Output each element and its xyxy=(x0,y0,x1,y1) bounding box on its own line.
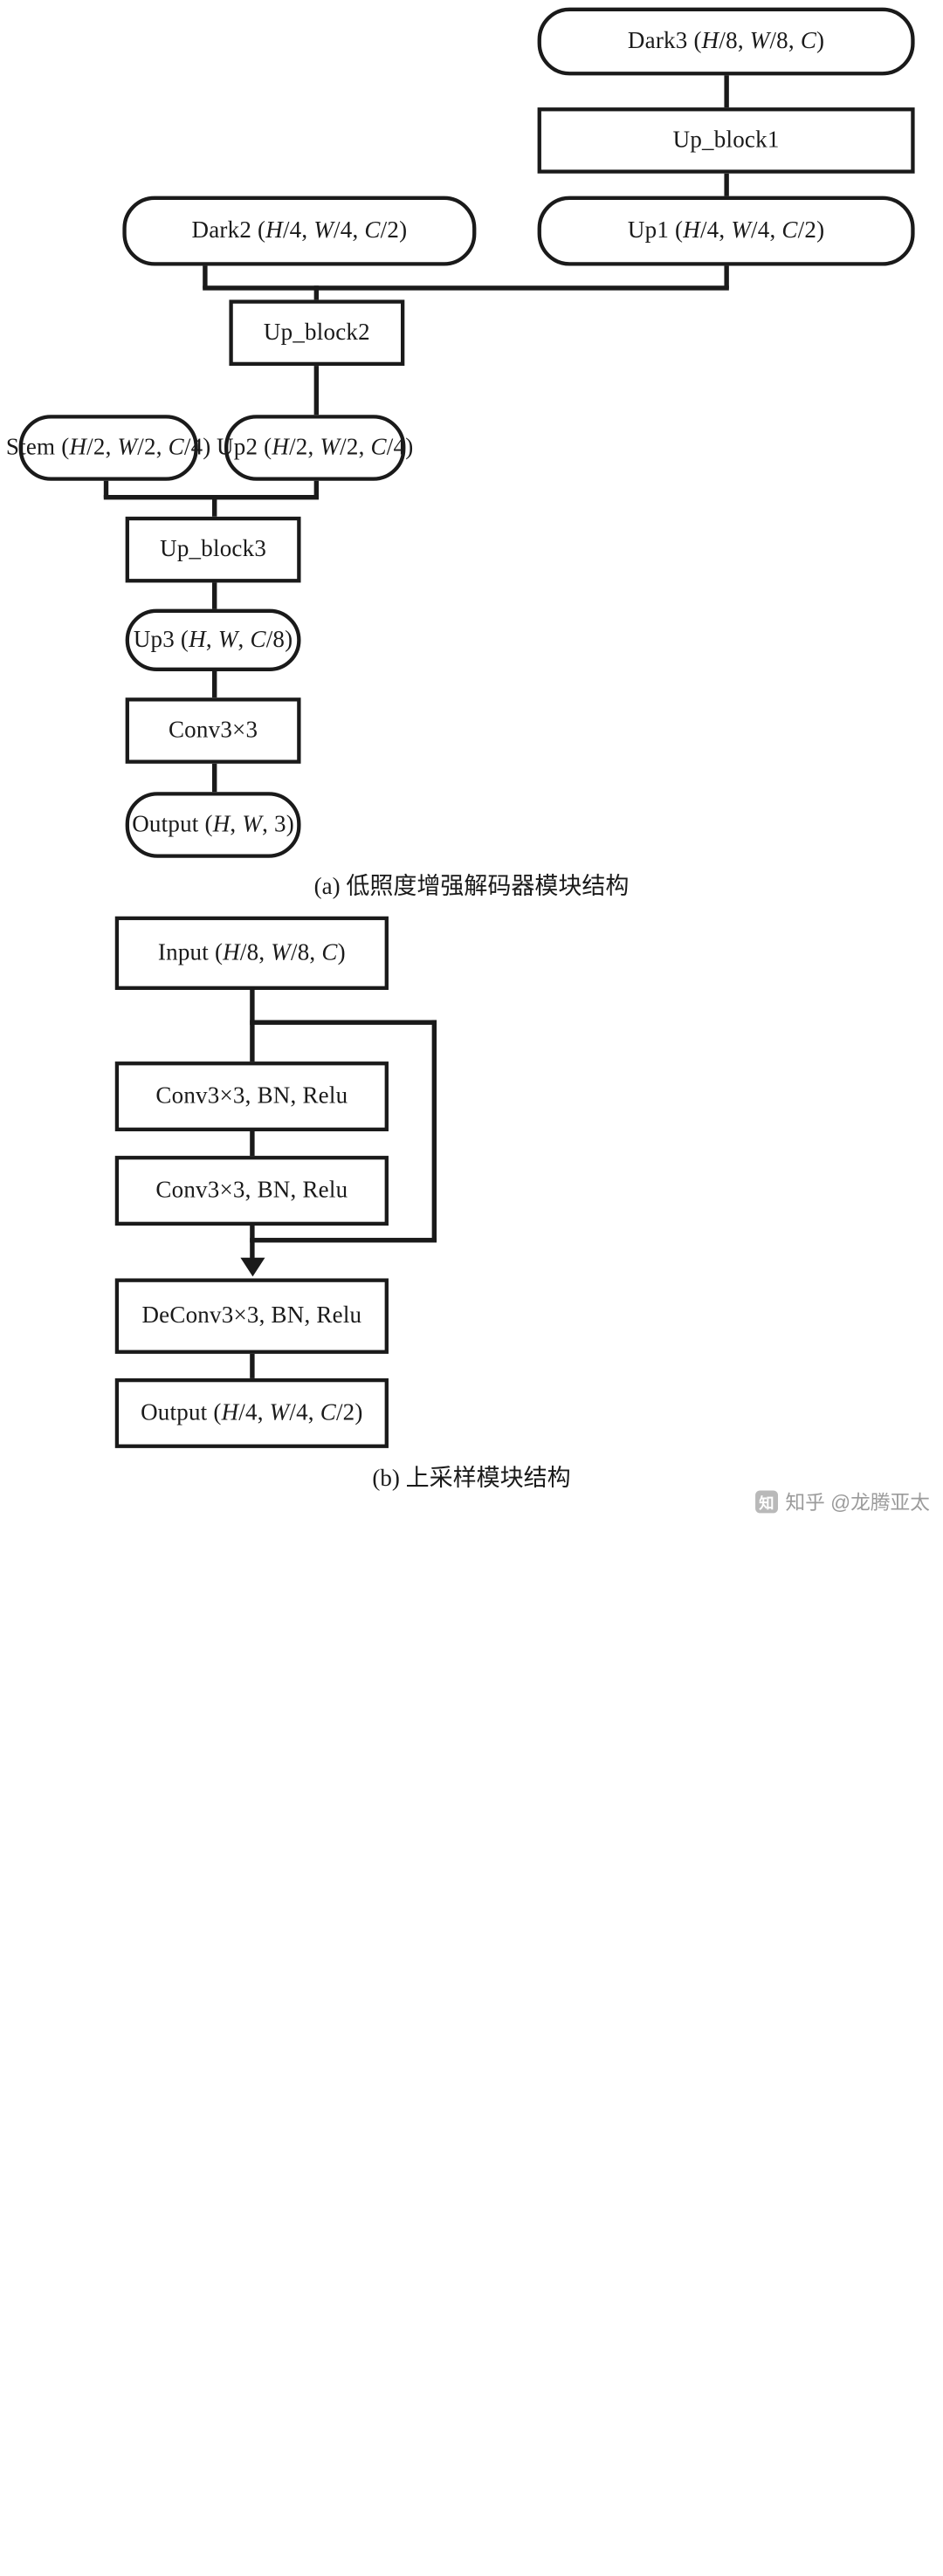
node-b-input-label: Input (H/8, W/8, C) xyxy=(157,940,346,966)
node-b-conv1-label: Conv3×3, BN, Relu xyxy=(155,1083,348,1109)
node-up3[interactable]: Up3 (H, W, C/8) xyxy=(125,608,301,671)
edge-b-conv2-down xyxy=(250,1223,255,1265)
caption-panel-a: (a) 低照度增强解码器模块结构 xyxy=(313,874,630,900)
edge-merge-to-upblock2 xyxy=(313,285,320,300)
edge-upblock2-to-up2 xyxy=(313,366,320,416)
node-b-conv2[interactable]: Conv3×3, BN, Relu xyxy=(114,1156,389,1226)
node-dark2[interactable]: Dark2 (H/4, W/4, C/2) xyxy=(122,196,477,266)
edge-up1-down xyxy=(724,265,729,289)
zhihu-logo-icon: 知 xyxy=(754,1490,778,1514)
edge-dark3-to-upblock1 xyxy=(724,75,729,108)
edge-dark2-down xyxy=(203,265,208,289)
edge-b-skip-top xyxy=(250,1020,437,1025)
watermark-text: 知乎 @龙腾亚太 xyxy=(785,1492,930,1515)
node-stem-label: Stem (H/2, W/2, C/4) xyxy=(5,435,211,461)
node-b-conv1[interactable]: Conv3×3, BN, Relu xyxy=(114,1061,389,1131)
edge-b-input-down xyxy=(250,943,255,1062)
edge-merge-to-upblock3 xyxy=(212,495,217,517)
node-conv3x3[interactable]: Conv3×3 xyxy=(125,697,301,764)
node-up-block2-box[interactable]: Up_block2 xyxy=(229,299,404,366)
node-up-block2[interactable] xyxy=(229,299,405,367)
node-output-a[interactable]: Output (H, W, 3) xyxy=(125,792,301,858)
edge-up3-to-conv xyxy=(212,670,217,698)
edge-b-skip-bottom xyxy=(250,1238,437,1243)
node-up-block3[interactable]: Up_block3 xyxy=(125,516,301,583)
node-up2-label: Up2 (H/2, W/2, C/4) xyxy=(217,435,414,461)
figure-canvas: Dark3 (H/8, W/8, C) Up_block1 Dark2 (H/4… xyxy=(6,7,930,1515)
node-up3-label: Up3 (H, W, C/8) xyxy=(133,627,293,653)
node-b-deconv[interactable]: DeConv3×3, BN, Relu xyxy=(114,1278,389,1354)
edge-merge-bar-1 xyxy=(203,285,729,291)
node-dark3[interactable]: Dark3 (H/8, W/8, C) xyxy=(537,7,915,76)
edge-merge-bar-2 xyxy=(103,495,320,500)
edge-b-deconv-to-output xyxy=(250,1350,255,1378)
node-up-block1[interactable]: Up_block1 xyxy=(537,107,915,174)
node-dark2-label: Dark2 (H/4, W/4, C/2) xyxy=(191,217,408,244)
node-output-a-label: Output (H, W, 3) xyxy=(132,812,294,838)
edge-b-skip-right xyxy=(431,1020,437,1242)
edge-stem-down xyxy=(103,480,109,498)
node-up1-label: Up1 (H/4, W/4, C/2) xyxy=(627,217,825,244)
edge-upblock3-to-up3 xyxy=(212,582,217,609)
caption-panel-b: (b) 上采样模块结构 xyxy=(372,1466,571,1492)
node-b-conv2-label: Conv3×3, BN, Relu xyxy=(155,1178,348,1204)
edge-conv-to-output xyxy=(212,763,217,793)
edge-upblock1-to-up1 xyxy=(724,173,729,196)
node-up2[interactable]: Up2 (H/2, W/2, C/4) xyxy=(217,415,413,481)
edge-b-conv1-to-conv2 xyxy=(250,1127,255,1157)
node-up-block2-label: Up_block2 xyxy=(263,319,370,346)
node-b-input[interactable]: Input (H/8, W/8, C) xyxy=(114,916,389,990)
watermark: 知 知乎 @龙腾亚太 xyxy=(754,1487,930,1515)
edge-up2-down xyxy=(313,480,320,498)
node-up-block1-label: Up_block1 xyxy=(672,127,780,154)
node-b-output[interactable]: Output (H/4, W/4, C/2) xyxy=(114,1377,389,1448)
node-up1[interactable]: Up1 (H/4, W/4, C/2) xyxy=(537,196,915,266)
arrow-b-merge xyxy=(240,1257,265,1277)
node-b-output-label: Output (H/4, W/4, C/2) xyxy=(141,1400,363,1426)
node-conv3x3-label: Conv3×3 xyxy=(168,718,258,744)
node-b-deconv-label: DeConv3×3, BN, Relu xyxy=(141,1302,362,1329)
node-stem[interactable]: Stem (H/2, W/2, C/4) xyxy=(6,415,210,481)
node-up-block3-label: Up_block3 xyxy=(160,536,267,562)
node-dark3-label: Dark3 (H/8, W/8, C) xyxy=(627,28,825,54)
